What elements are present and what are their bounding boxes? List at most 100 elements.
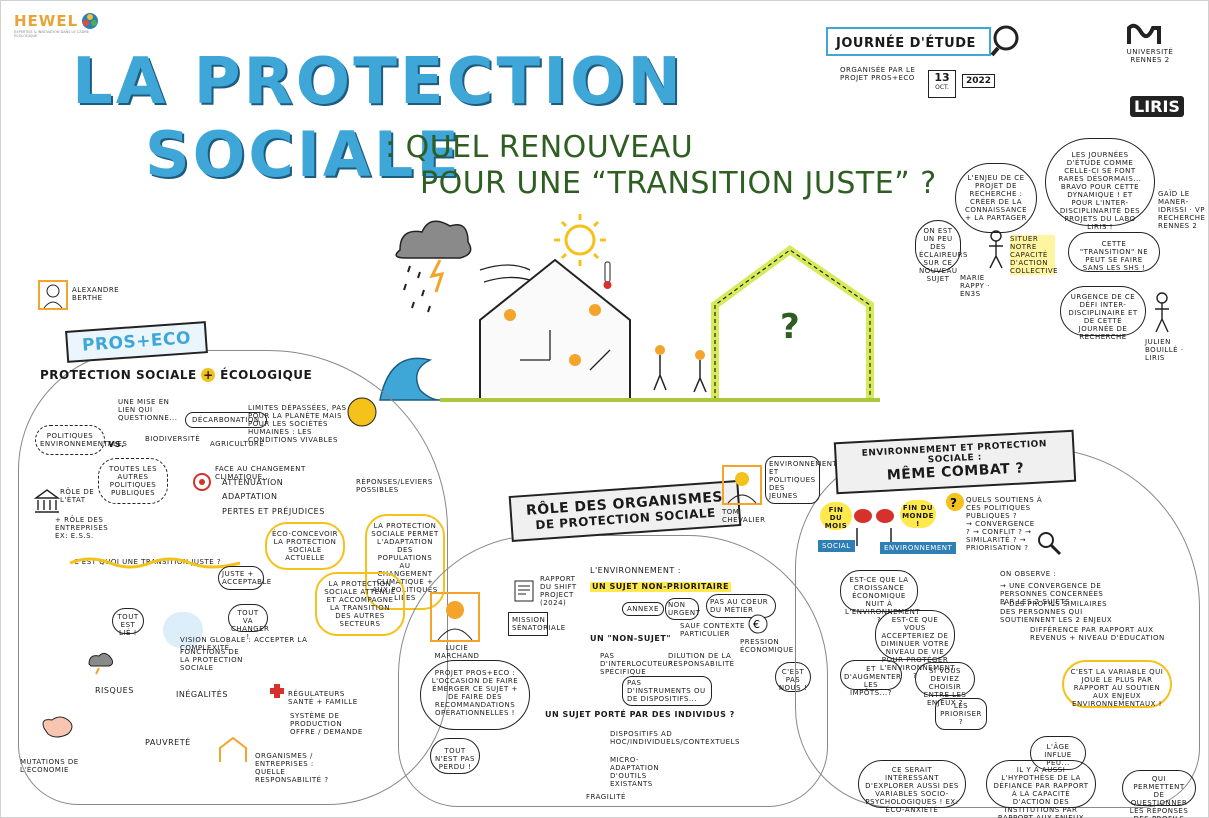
note-age: L'ÂGE INFLUE PEU...: [1030, 736, 1086, 770]
logo-name: HEWEL: [14, 12, 79, 30]
note-impots: ET D'AUGMENTER LES IMPÔTS...?: [840, 660, 902, 697]
note-vs: VS.: [108, 440, 125, 449]
note-fin-mois: FIN DU MOIS: [820, 502, 852, 530]
target-icon: [193, 473, 211, 491]
note-on-observe: ON OBSERVE :: [1000, 570, 1057, 578]
bubble-profils-jeunes: QUI PERMETTENT DE QUESTIONNER LES RÉPONS…: [1122, 770, 1196, 818]
health-cross-icon: [270, 684, 284, 698]
note-capacite: SITUER NOTRE CAPACITÉ D'ACTION COLLECTIV…: [1010, 235, 1059, 275]
note-changement: FACE AU CHANGEMENT CLIMATIQUE...: [215, 465, 306, 481]
speaker-alexandre: ALEXANDRE BERTHE: [72, 286, 120, 302]
note-annexe: ANNEXE: [622, 602, 664, 616]
note-quels-soutiens: QUELS SOUTIENS À CES POLITIQUES PUBLIQUE…: [966, 496, 1043, 520]
note-micro-adaptation: MICRO-ADAPTATION D'OUTILS EXISTANTS: [610, 756, 660, 788]
note-obs1: → UNE CONVERGENCE DE PERSONNES CONCERNÉE…: [1000, 582, 1104, 606]
note-fonctions: FONCTIONS DE LA PROTECTION SOCIALE: [180, 648, 243, 672]
note-transition-juste: C'EST QUOI UNE TRANSITION JUSTE ?: [74, 558, 222, 566]
note-tout-lie: TOUT EST LIÉ !: [112, 608, 144, 637]
event-box: JOURNÉE D'ÉTUDE: [826, 27, 991, 56]
note-convergence-list: → CONVERGENCE ? → CONFLIT ? → SIMILARITÉ…: [966, 520, 1035, 552]
note-juste-acceptable: JUSTE + ACCEPTABLE: [218, 566, 271, 590]
event-label: JOURNÉE D'ÉTUDE: [836, 36, 976, 51]
question-icon: ?: [946, 493, 964, 511]
note-tout-changer: TOUT VA CHANGER !: [228, 604, 269, 641]
note-non-sujet: UN "NON-SUJET": [590, 634, 671, 643]
note-croissance: EST-CE QUE LA CROISSANCE ÉCONOMIQUE NUIT…: [840, 570, 920, 624]
event-month: OCT.: [935, 84, 949, 91]
house-icon: [479, 258, 631, 400]
note-organismes: ORGANISMES / ENTREPRISES : QUELLE RESPON…: [255, 752, 329, 784]
speaker-julien: JULIEN BOUILLÉ · LIRIS: [1145, 338, 1184, 362]
title-line2: SOCIALE: [145, 118, 462, 191]
note-decarbonation: DÉCARBONATION: [185, 412, 267, 428]
avatar-lucie: [430, 592, 480, 642]
note-pas-interlocuteur: PAS D'INTERLOCUTEUR SPÉCIFIQUE: [600, 652, 674, 676]
squiggle-line: [69, 557, 241, 569]
univ-logo-icon: [1127, 23, 1161, 44]
quote-lucie: PROJET PROS+ECO : L'OCCASION DE FAIRE ÉM…: [420, 660, 530, 730]
bubble-urgence: URGENCE DE CE DÉFI INTER-DISCIPLINAIRE E…: [1060, 286, 1146, 341]
magnifier-small-icon: [1038, 532, 1062, 556]
note-autres-pol: TOUTES LES AUTRES POLITIQUES PUBLIQUES: [98, 458, 168, 504]
calendar-icon: 13 OCT.: [928, 70, 956, 98]
note-pertes: PERTES ET PRÉJUDICES: [222, 507, 325, 516]
note-environnement: L'ENVIRONNEMENT :: [590, 566, 681, 575]
speaker-lucie: LUCIE MARCHAND: [434, 644, 480, 660]
note-reponses: RÉPONSES/LEVIERS POSSIBLES: [356, 478, 433, 494]
subtitle-line2: POUR UNE “TRANSITION JUSTE” ?: [420, 166, 937, 201]
logo-subtitle: EXPERTISE & INNOVATION DANS LE CADRE ÉCO…: [14, 30, 90, 38]
heading-b: ÉCOLOGIQUE: [220, 368, 313, 382]
earth-icon: [347, 397, 377, 427]
speaker-gaid: GAÏD LE MANER-IDRISSI · VP RECHERCHE REN…: [1158, 190, 1206, 230]
note-dispositifs: DISPOSITIFS AD HOC/INDIVIDUELS/CONTEXTUE…: [610, 730, 740, 746]
note-mutations: MUTATIONS DE L'ÉCONOMIE: [20, 758, 79, 774]
sun-icon: [554, 214, 606, 266]
avatar-alexandre: [38, 280, 68, 310]
note-prioriser: LES PRIORISER ?: [935, 698, 987, 730]
person-marie-icon: [985, 230, 1007, 274]
note-obs3: DIFFÉRENCE PAR RAPPORT AUX REVENUS + NIV…: [1030, 626, 1165, 642]
svg-text:€: €: [753, 618, 760, 631]
note-pression: PRESSION ÉCONOMIQUE: [740, 638, 794, 654]
note-role-etat: RÔLE DE L'ÉTAT: [60, 488, 95, 504]
vision-blob: [163, 612, 203, 648]
rain-cloud-icon: [88, 652, 114, 675]
note-obs2: → DES PROFILS SIMILAIRES DES PERSONNES Q…: [1000, 600, 1113, 624]
note-limites: LIMITES DÉPASSÉES, PAS POUR LA PLANÈTE M…: [248, 404, 347, 444]
speaker-tom: TOM CHEVALIER: [722, 508, 766, 524]
note-eco-concevoir: ÉCO-CONCEVOIR LA PROTECTION SOCIALE ACTU…: [265, 522, 345, 570]
note-pol-env: POLITIQUES ENVIRONNEMENTALES: [35, 425, 127, 455]
note-sujet-individus: UN SUJET PORTÉ PAR DES INDIVIDUS ?: [545, 710, 735, 719]
note-attenuation: ATTÉNUATION: [222, 478, 284, 487]
bubble-socio-psy: CE SERAIT INTÉRESSANT D'EXPLORER AUSSI D…: [858, 760, 966, 814]
note-vision-globale: VISION GLOBALE : ACCEPTER LA COMPLEXITÉ: [180, 636, 308, 652]
note-risques: RISQUES: [95, 686, 134, 695]
flower-icon: [82, 13, 99, 29]
note-mise-en-lien: UNE MISE EN LIEN QUI QUESTIONNE...: [118, 398, 178, 422]
svg-text:?: ?: [950, 496, 957, 510]
note-fin-monde: FIN DU MONDE !: [900, 500, 936, 528]
thermometer-icon: [603, 261, 612, 289]
note-role-entreprises: + RÔLE DES ENTREPRISES EX: E.S.S.: [55, 516, 109, 540]
note-sauf-contexte: SAUF CONTEXTE PARTICULIER: [680, 622, 745, 638]
event-year: 2022: [962, 74, 996, 88]
quote-tout-perdu: TOUT N'EST PAS PERDU !: [430, 738, 480, 774]
note-diminuer: EST-CE QUE VOUS ACCEPTERIEZ DE DIMINUER …: [875, 610, 955, 680]
svg-text:?: ?: [780, 307, 800, 347]
note-sujet-non-prioritaire: UN SUJET NON-PRIORITAIRE: [590, 582, 731, 592]
bubble-gaid: LES JOURNÉES D'ÉTUDE COMME CELLE-CI SE F…: [1045, 138, 1155, 231]
event-day: 13: [934, 71, 950, 84]
note-adaptation: ADAPTATION: [222, 492, 278, 501]
heading-a: PROTECTION SOCIALE: [40, 368, 197, 382]
euro-icon: €: [748, 614, 768, 634]
bubble-enjeu: L'ENJEU DE CE PROJET DE RECHERCHE : CRÉE…: [955, 163, 1037, 233]
note-regulateurs: RÉGULATEURS SANTÉ + FAMILLE: [288, 690, 358, 706]
person-julien-icon: [1150, 292, 1174, 338]
note-agriculture: AGRICULTURE: [210, 440, 265, 448]
label-social: SOCIAL: [818, 540, 855, 552]
univ-name: UNIVERSITÉ RENNES 2: [1126, 48, 1174, 64]
label-environnement: ENVIRONNEMENT: [880, 542, 957, 554]
avatar-tom: [722, 465, 762, 505]
title-line1: LA PROTECTION: [72, 45, 684, 119]
note-pas-au-coeur: PAS AU COEUR DU MÉTIER: [706, 594, 776, 618]
